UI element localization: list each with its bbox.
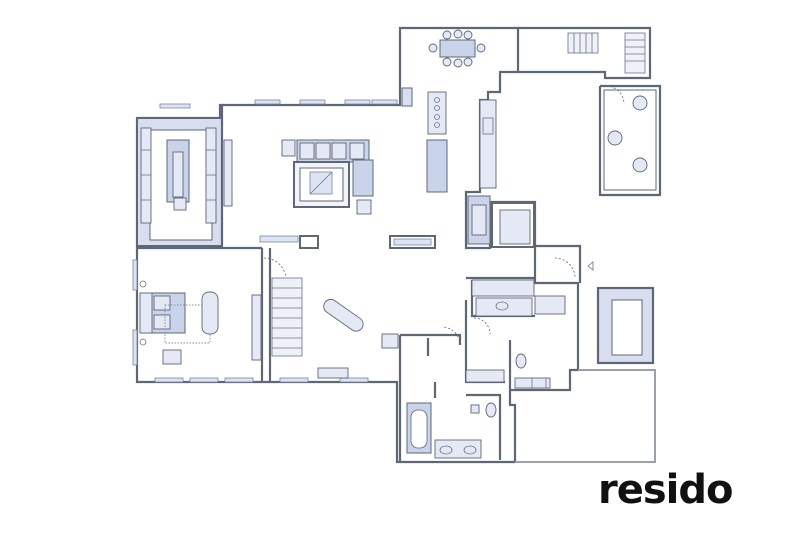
dining-table [428, 29, 486, 68]
bathroom-1 [398, 326, 482, 462]
windows [132, 87, 413, 383]
main-staircase [271, 277, 399, 379]
living-room [223, 139, 436, 249]
lounge-chair [323, 298, 364, 332]
balcony-chairs [603, 85, 657, 191]
kitchen [426, 91, 497, 245]
interior-partitions [262, 244, 582, 383]
bedroom-1 [140, 127, 217, 224]
bedroom-2 [139, 257, 287, 365]
brand-logo: resido [598, 467, 734, 513]
staircase-upper [567, 32, 646, 74]
utility-room [491, 202, 594, 279]
bathroom-3 [470, 279, 566, 390]
bathroom-2 [464, 317, 505, 460]
